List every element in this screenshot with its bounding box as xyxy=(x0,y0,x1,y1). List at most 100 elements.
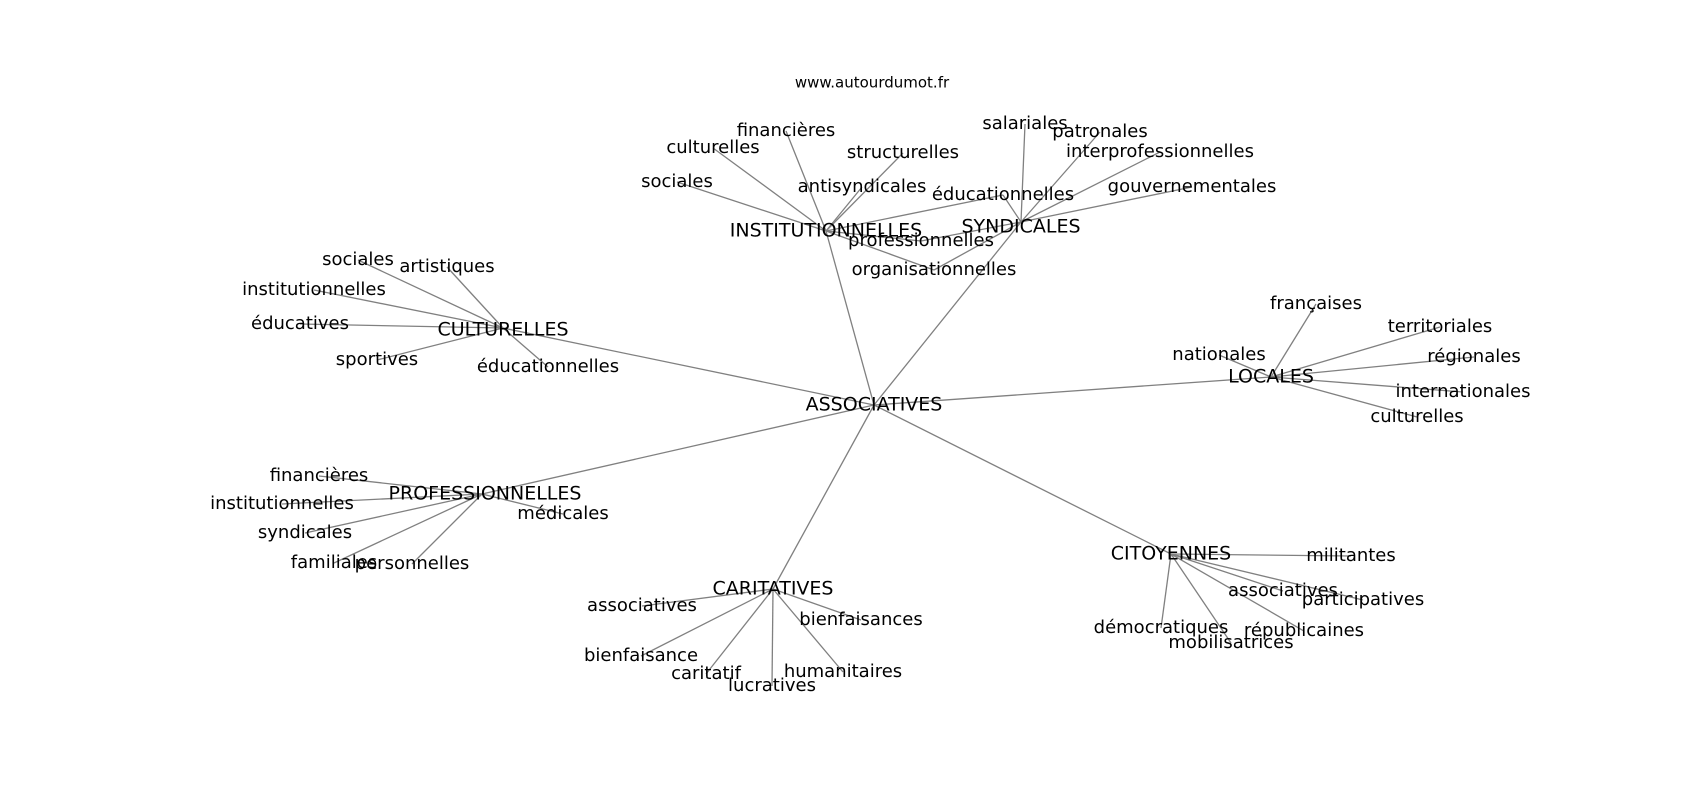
edge-citoyennes-0 xyxy=(1170,553,1352,557)
leaf-caritatives-1: bienfaisance xyxy=(584,645,698,666)
edge-professionnelles-0 xyxy=(318,475,483,495)
leaf-institutionnelles-0: financières xyxy=(737,120,836,141)
edges xyxy=(281,123,1475,687)
leaf-institutionnelles-3: structurelles xyxy=(847,142,959,163)
edge-caritatives-2 xyxy=(705,588,774,675)
leaf-citoyennes-0: militantes xyxy=(1306,545,1396,566)
leaf-syndicales-0: salariales xyxy=(982,113,1067,134)
edge-professionnelles-5 xyxy=(481,493,564,515)
edge-root-caritatives xyxy=(772,404,875,590)
edge-syndicales-4 xyxy=(1002,194,1022,223)
edge-caritatives-5 xyxy=(772,588,862,621)
edge-locales-1 xyxy=(1218,354,1272,378)
leaf-syndicales-3: gouvernementales xyxy=(1108,176,1277,197)
leaf-caritatives-0: associatives xyxy=(587,595,697,616)
leaf-locales-1: nationales xyxy=(1172,344,1265,365)
edge-citoyennes-3 xyxy=(1160,553,1172,629)
hub-caritatives: CARITATIVES xyxy=(713,578,834,600)
leaf-culturelles-1: artistiques xyxy=(399,256,494,277)
hub-syndicales: SYNDICALES xyxy=(961,216,1080,238)
edge-syndicales-5 xyxy=(920,221,1022,242)
nodes: financièresculturellessocialesstructurel… xyxy=(210,113,1530,696)
leaf-culturelles-2: institutionnelles xyxy=(242,279,386,300)
leaf-professionnelles-2: syndicales xyxy=(258,522,352,543)
leaf-institutionnelles-6: professionnelles xyxy=(848,230,994,251)
leaf-locales-5: culturelles xyxy=(1370,406,1463,427)
source-label: www.autourdumot.fr xyxy=(795,74,950,92)
edge-professionnelles-3 xyxy=(333,493,483,564)
edge-caritatives-3 xyxy=(771,588,774,687)
leaf-citoyennes-1: associatives xyxy=(1228,580,1338,601)
leaf-citoyennes-3: démocratiques xyxy=(1094,617,1229,638)
edge-culturelles-5 xyxy=(502,327,549,368)
hub-locales: LOCALES xyxy=(1228,366,1314,388)
leaf-professionnelles-0: financières xyxy=(270,465,369,486)
hub-culturelles: CULTURELLES xyxy=(437,319,568,341)
edge-caritatives-4 xyxy=(772,588,844,673)
edge-syndicales-2 xyxy=(1020,151,1161,223)
leaf-culturelles-3: éducatives xyxy=(251,313,349,334)
edge-citoyennes-5 xyxy=(1170,553,1305,632)
edge-locales-3 xyxy=(1270,356,1475,378)
leaf-professionnelles-1: institutionnelles xyxy=(210,493,354,514)
edge-syndicales-6 xyxy=(933,221,1022,271)
edge-syndicales-1 xyxy=(1020,131,1101,223)
leaf-institutionnelles-7: organisationnelles xyxy=(852,259,1017,280)
edge-institutionnelles-0 xyxy=(785,130,827,232)
edge-professionnelles-1 xyxy=(281,493,483,505)
hub-citoyennes: CITOYENNES xyxy=(1111,543,1232,565)
edge-root-locales xyxy=(873,376,1272,406)
leaf-locales-0: françaises xyxy=(1270,293,1362,314)
leaf-culturelles-0: sociales xyxy=(322,249,394,270)
leaf-professionnelles-3: familiales xyxy=(291,552,377,573)
edge-citoyennes-4 xyxy=(1170,553,1232,644)
edge-locales-4 xyxy=(1270,376,1464,393)
edge-professionnelles-2 xyxy=(304,493,483,534)
edge-institutionnelles-6 xyxy=(825,230,922,242)
edge-locales-5 xyxy=(1270,376,1418,418)
leaf-culturelles-5: éducationnelles xyxy=(477,356,619,377)
edge-root-culturelles xyxy=(502,327,875,406)
edge-institutionnelles-5 xyxy=(825,194,1004,232)
edge-locales-0 xyxy=(1270,303,1317,378)
edge-locales-2 xyxy=(1270,326,1441,378)
root-node: ASSOCIATIVES xyxy=(806,394,943,416)
edge-caritatives-1 xyxy=(640,588,774,657)
edge-culturelles-3 xyxy=(299,323,504,329)
leaf-caritatives-3: lucratives xyxy=(728,675,816,696)
edge-culturelles-2 xyxy=(313,289,504,329)
edge-institutionnelles-1 xyxy=(712,147,827,232)
edge-professionnelles-4 xyxy=(411,493,483,565)
edge-citoyennes-1 xyxy=(1170,553,1284,592)
leaf-citoyennes-5: républicaines xyxy=(1244,620,1364,641)
edge-culturelles-1 xyxy=(446,266,504,329)
leaf-culturelles-4: sportives xyxy=(336,349,418,370)
edge-citoyennes-2 xyxy=(1170,553,1364,601)
leaf-syndicales-1: patronales xyxy=(1052,121,1147,142)
edge-institutionnelles-7 xyxy=(825,230,935,271)
edge-institutionnelles-3 xyxy=(825,152,904,232)
leaf-citoyennes-4: mobilisatrices xyxy=(1168,632,1293,653)
edge-culturelles-0 xyxy=(357,259,504,329)
leaf-institutionnelles-1: culturelles xyxy=(666,137,759,158)
leaf-professionnelles-4: personnelles xyxy=(355,553,470,574)
edge-institutionnelles-4 xyxy=(825,186,863,232)
edge-syndicales-3 xyxy=(1020,186,1193,223)
hub-institutionnelles: INSTITUTIONNELLES xyxy=(730,220,922,242)
leaf-citoyennes-2: participatives xyxy=(1302,589,1424,610)
leaf-caritatives-4: humanitaires xyxy=(784,661,902,682)
leaf-caritatives-2: caritatif xyxy=(671,663,741,684)
leaf-institutionnelles-4: antisyndicales xyxy=(798,176,927,197)
leaf-institutionnelles-5: éducationnelles xyxy=(932,184,1074,205)
leaf-caritatives-5: bienfaisances xyxy=(799,609,922,630)
edge-root-institutionnelles xyxy=(825,230,875,406)
edge-culturelles-4 xyxy=(376,327,504,361)
edge-institutionnelles-2 xyxy=(676,181,827,232)
edge-root-syndicales xyxy=(873,221,1022,406)
edge-root-citoyennes xyxy=(873,404,1172,555)
edge-syndicales-0 xyxy=(1020,123,1026,223)
leaf-locales-4: internationales xyxy=(1395,381,1530,402)
edge-root-professionnelles xyxy=(481,404,875,495)
leaf-syndicales-2: interprofessionnelles xyxy=(1066,141,1254,162)
